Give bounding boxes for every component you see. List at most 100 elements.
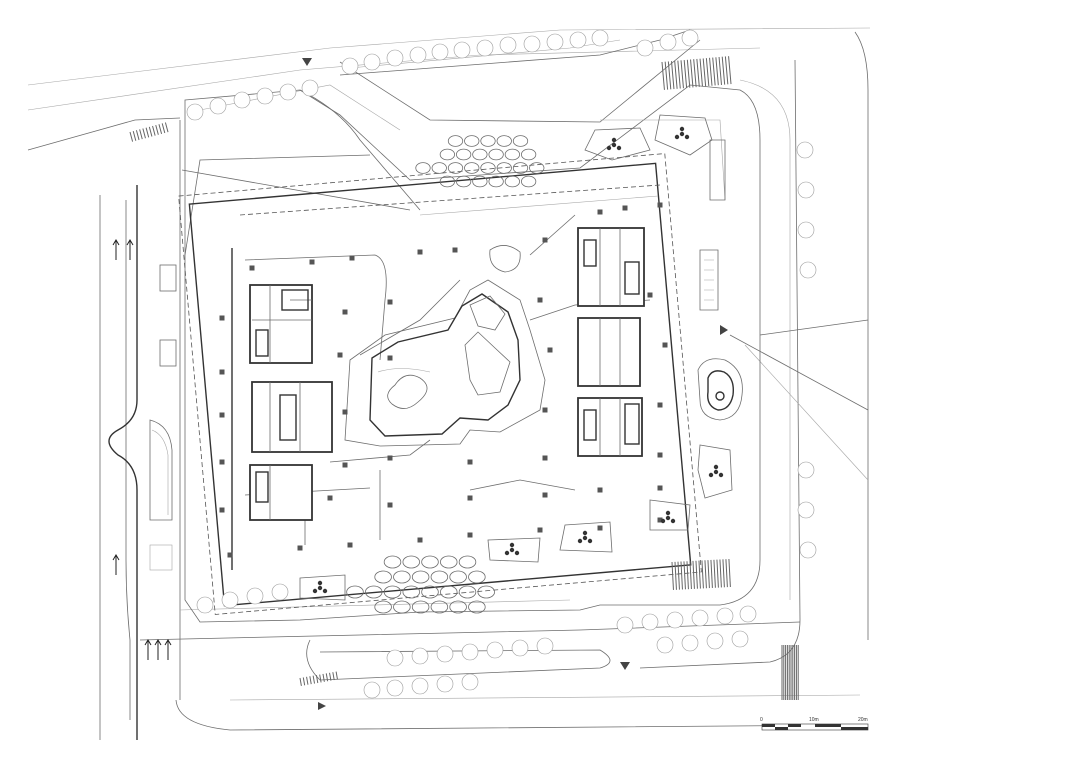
canopy-cell xyxy=(421,585,439,599)
column xyxy=(547,347,553,353)
planter-tree-mark xyxy=(684,134,690,140)
tree xyxy=(716,607,734,625)
road-arrow xyxy=(112,239,120,260)
zebra-stripe xyxy=(710,559,713,588)
tree xyxy=(546,33,564,51)
zebra-stripe xyxy=(701,560,704,589)
column xyxy=(249,265,255,271)
tree xyxy=(436,645,454,663)
zebra-crossing xyxy=(129,122,169,142)
zebra-stripe xyxy=(689,561,692,590)
canopy-cell xyxy=(521,175,537,188)
planter-tree-mark xyxy=(587,538,593,544)
tree xyxy=(523,35,541,53)
tree xyxy=(591,29,609,47)
planter-tree-mark xyxy=(509,547,515,553)
canopy-cell xyxy=(458,555,477,569)
zebra-crossing xyxy=(661,56,732,90)
canopy-cell xyxy=(393,570,411,584)
planter-tree-mark xyxy=(611,142,617,148)
zebra-crossing xyxy=(299,671,338,686)
column xyxy=(219,369,225,375)
zebra-stripe xyxy=(728,56,732,85)
zebra-stripe xyxy=(718,56,722,85)
canopy-cell xyxy=(440,585,458,599)
scale-label-20m: 20m xyxy=(858,717,868,723)
zebra-stripe xyxy=(712,57,716,86)
tree xyxy=(386,49,404,67)
tree xyxy=(797,461,815,479)
column xyxy=(417,249,423,255)
column xyxy=(657,402,663,408)
zebra-stripe xyxy=(315,675,319,684)
column xyxy=(657,452,663,458)
zebra-stripe xyxy=(693,59,697,88)
scale-bar: 0 10m 20m xyxy=(760,717,869,731)
column xyxy=(597,487,603,493)
canopy-cell xyxy=(439,148,455,161)
tree xyxy=(386,649,404,667)
column xyxy=(647,292,653,298)
tree xyxy=(233,91,251,109)
canopy-cell xyxy=(488,175,504,188)
tree xyxy=(536,637,554,655)
column xyxy=(662,342,668,348)
column xyxy=(297,545,303,551)
canopy-cell xyxy=(440,555,458,569)
planter-tree-mark xyxy=(708,472,714,478)
zebra-stripe xyxy=(719,559,722,588)
tree xyxy=(256,87,274,105)
zebra-stripe xyxy=(139,129,143,140)
column xyxy=(657,202,663,208)
tree xyxy=(186,103,204,121)
canopy-cell xyxy=(464,135,480,147)
tree xyxy=(411,677,429,695)
canopy-cell xyxy=(346,585,364,599)
tree xyxy=(341,57,359,75)
planter-tree-mark xyxy=(660,518,666,524)
canopy-cell xyxy=(415,162,431,174)
canopy-cell xyxy=(468,600,486,614)
canopy-cell xyxy=(402,585,420,599)
zebra-stripe xyxy=(705,58,710,87)
planter-tree-mark xyxy=(674,134,680,140)
column xyxy=(467,532,473,538)
canopy-cell xyxy=(472,148,488,161)
tree xyxy=(436,675,454,693)
tree xyxy=(271,583,289,601)
tree xyxy=(797,501,815,519)
scale-label-0: 0 xyxy=(760,717,763,723)
canopy-cell xyxy=(504,175,520,188)
canopy-cell xyxy=(512,135,529,147)
canopy-cell xyxy=(374,600,392,614)
tree xyxy=(739,605,757,623)
structural-columns xyxy=(219,202,668,558)
core-west xyxy=(249,284,333,521)
zebra-stripe xyxy=(698,560,701,589)
zebra-crossing xyxy=(671,558,731,590)
tree xyxy=(363,53,381,71)
canopy-cell xyxy=(496,135,512,147)
zebra-stripe xyxy=(677,60,681,89)
canopy-cell xyxy=(449,600,467,614)
column xyxy=(597,209,603,215)
planter-tree-mark xyxy=(665,515,671,521)
tree xyxy=(706,632,724,650)
entry-markers xyxy=(302,58,728,710)
zebra-stripe xyxy=(132,131,137,141)
zebra-stripe xyxy=(664,61,669,90)
site-context-roads xyxy=(27,27,871,740)
tree xyxy=(797,181,815,199)
zebra-stripe xyxy=(696,58,700,87)
planter-tree-mark xyxy=(322,588,328,594)
zebra-stripe xyxy=(699,58,703,87)
tree xyxy=(411,647,429,665)
zebra-stripe xyxy=(686,59,691,88)
east-features xyxy=(697,139,743,421)
tree xyxy=(461,673,479,691)
canopy-cell xyxy=(447,135,464,147)
planter-tree-mark xyxy=(713,469,719,475)
tree xyxy=(486,641,504,659)
canopy-cell xyxy=(477,585,495,599)
